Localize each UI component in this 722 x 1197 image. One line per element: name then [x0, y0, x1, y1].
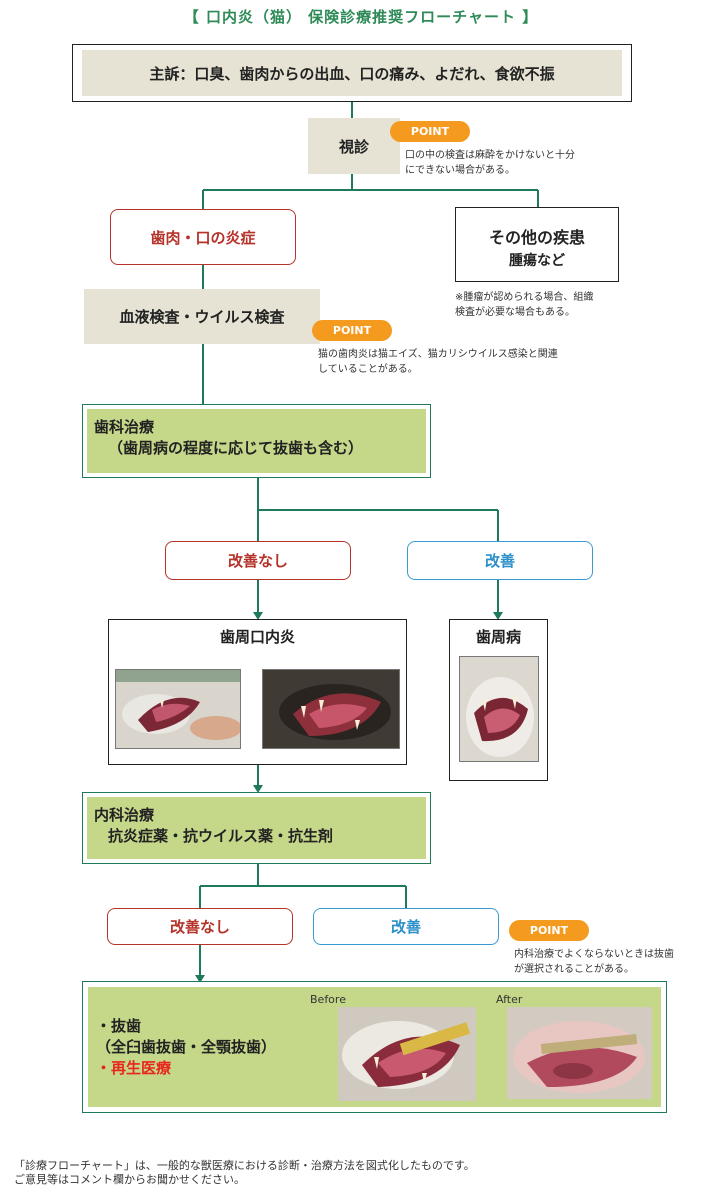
chief-complaint-box [72, 44, 632, 102]
other-disease-sub: 腫瘍など [509, 253, 565, 269]
other-disease-title: その他の疾患 [488, 228, 585, 247]
improvement-box-1: 改善 [407, 541, 593, 580]
medical-treatment-box: 内科治療 抗炎症薬・抗ウイルス薬・抗生剤 [87, 797, 426, 859]
dental-treatment-detail: （歯周病の程度に応じて抜歯も含む） [108, 439, 364, 457]
footer-note: 「診療フローチャート」は、一般的な獣医療における診断・治療方法を図式化したもので… [14, 1159, 714, 1187]
other-disease-box: その他の疾患 腫瘍など [455, 207, 619, 282]
before-photo [338, 1007, 476, 1101]
dental-treatment-title: 歯科治療 [94, 418, 155, 436]
visual-exam-box: 視診 [308, 118, 400, 174]
other-disease-note: ※腫瘤が認められる場合、組織 検査が必要な場合もある。 [455, 290, 695, 320]
after-caption: After [496, 993, 523, 1006]
point-note-1: 口の中の検査は麻酔をかけないと十分 にできない場合がある。 [405, 148, 665, 178]
cat-periodontal-photo [459, 656, 539, 762]
extraction-item: ・抜歯 [96, 1017, 142, 1035]
no-improvement-box-1: 改善なし [165, 541, 351, 580]
note-line: 口の中の検査は麻酔をかけないと十分 [405, 150, 575, 161]
extraction-detail: （全臼歯抜歯・全顎抜歯） [96, 1038, 277, 1056]
cat-stomatitis-photo-2 [262, 669, 400, 749]
chief-complaint: 主訴：口臭、歯肉からの出血、口の痛み、よだれ、食欲不振 [82, 50, 622, 96]
note-line: 検査が必要な場合もある。 [455, 307, 575, 318]
note-line: していることがある。 [318, 364, 418, 375]
note-line: 猫の歯肉炎は猫エイズ、猫カリシウイルス感染と関連 [318, 349, 558, 360]
note-line: 内科治療でよくならないときは抜歯 [514, 949, 674, 960]
medical-treatment-title: 内科治療 [94, 806, 155, 824]
page-title: 【 口内炎（猫） 保険診療推奨フローチャート 】 [183, 8, 539, 26]
final-treatment-text: ・抜歯 （全臼歯抜歯・全顎抜歯） ・再生医療 [96, 1016, 336, 1079]
before-caption: Before [310, 993, 346, 1006]
regenerative-medicine-item: ・再生医療 [96, 1059, 172, 1077]
note-line: が選択されることがある。 [514, 964, 634, 975]
no-improvement-box-2: 改善なし [107, 908, 293, 945]
periodontal-title: 歯周病 [475, 628, 521, 646]
point-badge-2: POINT [312, 320, 392, 341]
point-note-2: 猫の歯肉炎は猫エイズ、猫カリシウイルス感染と関連 していることがある。 [318, 347, 648, 377]
footer-line: 「診療フローチャート」は、一般的な獣医療における診断・治療方法を図式化したもので… [14, 1159, 475, 1172]
blood-test-box: 血液検査・ウイルス検査 [84, 289, 320, 344]
note-line: ※腫瘤が認められる場合、組織 [455, 292, 594, 303]
dental-treatment-box: 歯科治療 （歯周病の程度に応じて抜歯も含む） [87, 409, 426, 473]
point-badge-1: POINT [390, 121, 470, 142]
stomatitis-title: 歯周口内炎 [219, 628, 295, 646]
footer-line: ご意見等はコメント欄からお聞かせください。 [14, 1173, 245, 1186]
cat-stomatitis-photo-1 [115, 669, 241, 749]
gum-inflammation-box: 歯肉・口の炎症 [110, 209, 296, 265]
note-line: にできない場合がある。 [405, 165, 515, 176]
after-photo [507, 1007, 652, 1099]
point-badge-3: POINT [509, 920, 589, 941]
medical-treatment-detail: 抗炎症薬・抗ウイルス薬・抗生剤 [108, 827, 334, 845]
improvement-box-2: 改善 [313, 908, 499, 945]
point-note-3: 内科治療でよくならないときは抜歯 が選択されることがある。 [514, 947, 719, 977]
